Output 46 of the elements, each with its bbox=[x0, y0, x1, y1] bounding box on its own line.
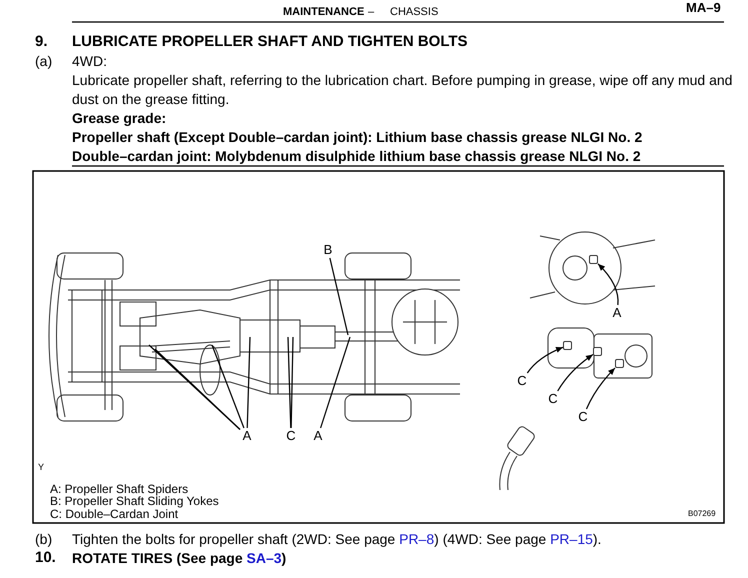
grease-fitting bbox=[563, 341, 572, 350]
callout-letter: A bbox=[312, 429, 324, 443]
leader-line bbox=[598, 263, 619, 306]
page-number: MA–9 bbox=[686, 0, 721, 15]
legend-text: C: Double–Cardan Joint bbox=[50, 507, 178, 521]
header-text: CHASSIS bbox=[390, 6, 438, 19]
step-heading: ROTATE TIRES (See page SA–3) bbox=[72, 549, 286, 568]
instruction-paragraph: Lubricate propeller shaft, referring to the lubrication chart. Before pumping in grease, wipe off any mud and dust on the grease fitting. bbox=[72, 71, 734, 109]
leader-line bbox=[290, 336, 294, 428]
leader-line bbox=[557, 354, 594, 392]
header-separator: – bbox=[368, 6, 374, 19]
header-text: MAINTENANCE bbox=[283, 6, 364, 19]
grease-fitting bbox=[589, 255, 598, 264]
callout-letter: C bbox=[516, 374, 528, 388]
substep-letter: (b) bbox=[35, 530, 52, 549]
leader-line bbox=[246, 336, 251, 428]
page-link: PR–15 bbox=[550, 531, 593, 547]
page-link: PR–8 bbox=[399, 531, 434, 547]
grease-grade-heading: Grease grade: bbox=[72, 109, 166, 128]
callout-letter: C bbox=[547, 392, 559, 406]
grease-fitting bbox=[615, 359, 624, 368]
grease-fitting bbox=[593, 347, 602, 356]
substep-heading: 4WD: bbox=[72, 52, 107, 71]
substep-letter: (a) bbox=[35, 52, 52, 71]
leader-line bbox=[526, 346, 564, 374]
step-number: 10. bbox=[35, 549, 56, 566]
leader-line bbox=[586, 368, 616, 410]
step-number: 9. bbox=[35, 33, 48, 50]
callout-letter: C bbox=[285, 429, 297, 443]
callout-letter: A bbox=[241, 429, 253, 443]
grease-spec: Propeller shaft (Except Double–cardan joint): Lithium base chassis grease NLGI No. 2 bbox=[72, 128, 644, 147]
leader-line bbox=[320, 336, 351, 428]
callout-letter: A bbox=[611, 306, 623, 320]
legend-text: A: Propeller Shaft Spiders bbox=[50, 482, 188, 496]
instruction-text: Tighten the bolts for propeller shaft (2WD: See page PR–8) (4WD: See page PR–15). bbox=[72, 530, 602, 549]
grease-spec: Double–cardan joint: Molybdenum disulphide lithium base chassis grease NLGI No. 2 bbox=[72, 147, 642, 166]
leader-line bbox=[329, 258, 349, 336]
figure-mark: Y bbox=[38, 462, 44, 473]
callout-letter: C bbox=[577, 410, 589, 424]
figure-code: B07269 bbox=[688, 509, 716, 519]
leader-line bbox=[287, 336, 292, 428]
leader-line bbox=[211, 344, 244, 428]
step-heading: LUBRICATE PROPELLER SHAFT AND TIGHTEN BOLTS bbox=[72, 33, 468, 50]
callout-letter: B bbox=[322, 243, 334, 257]
page-link: SA–3 bbox=[246, 550, 282, 566]
legend-text: B: Propeller Shaft Sliding Yokes bbox=[50, 494, 219, 508]
